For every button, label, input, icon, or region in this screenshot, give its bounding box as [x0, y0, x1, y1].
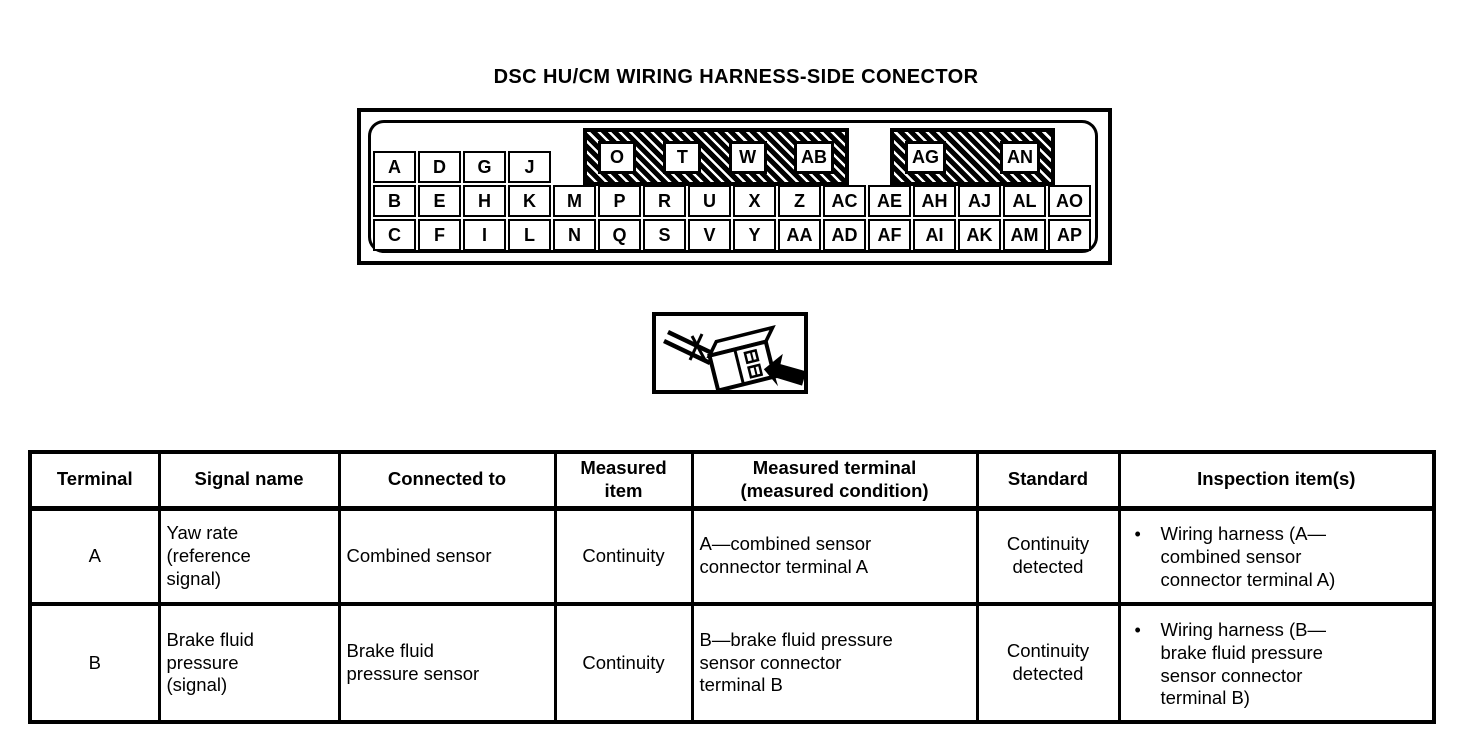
connector-pin: AN [1000, 140, 1040, 174]
connector-pin: AA [778, 219, 821, 251]
inspection-text: Wiring harness (A— combined sensor conne… [1160, 523, 1336, 591]
arrow-icon [763, 353, 804, 387]
connector-pin: G [463, 151, 506, 183]
connector-pin: S [643, 219, 686, 251]
table-header-row: Terminal Signal name Connected to Measur… [28, 450, 1436, 511]
cell-connected-to: Brake fluid pressure sensor [337, 602, 557, 724]
connector-pin: Y [733, 219, 776, 251]
inspection-text: Wiring harness (B— brake fluid pressure … [1160, 618, 1327, 709]
cell-measured-item: Continuity [553, 602, 694, 724]
connector-pin: Z [778, 185, 821, 217]
connector-pin: M [553, 185, 596, 217]
connector-inner-outline [368, 120, 1098, 253]
cell-measured-terminal: A—combined sensor connector terminal A [690, 506, 979, 606]
cell-standard: Continuity detected [975, 602, 1121, 724]
connector-pin: O [598, 140, 636, 174]
connector-pin: N [553, 219, 596, 251]
connector-diagram: O T W AB AG AN A D G J B E H K M P R [357, 108, 1112, 265]
cell-measured-item: Continuity [553, 506, 694, 606]
connector-pin: T [663, 140, 702, 174]
connector-pin: AG [905, 140, 946, 174]
connector-pin: AL [1003, 185, 1046, 217]
cell-terminal: A [28, 506, 161, 606]
cell-standard: Continuity detected [975, 506, 1121, 606]
connector-pin: AP [1048, 219, 1091, 251]
cell-terminal: B [28, 602, 161, 724]
connector-pin: AJ [958, 185, 1001, 217]
wire-lines [663, 329, 715, 366]
connector-pin: AF [868, 219, 911, 251]
connector-pin-grid: A D G J B E H K M P R U X Z AC AE AH AJ … [372, 150, 1092, 252]
connector-row-bottom: C F I L N Q S V Y AA AD AF AI AK AM AP [372, 218, 1092, 252]
cell-inspection: • Wiring harness (B— brake fluid pressur… [1117, 602, 1436, 724]
connector-pin: R [643, 185, 686, 217]
connector-pin: D [418, 151, 461, 183]
col-header-connected-to: Connected to [337, 450, 557, 511]
col-header-signal-name: Signal name [157, 450, 341, 511]
col-header-standard: Standard [975, 450, 1121, 511]
cell-signal-name: Yaw rate (reference signal) [157, 506, 341, 606]
connector-pin: AC [823, 185, 866, 217]
connector-row-top: A D G J [372, 150, 1092, 184]
connector-pin: AH [913, 185, 956, 217]
connector-icon [663, 324, 804, 390]
cell-inspection: • Wiring harness (A— combined sensor con… [1117, 506, 1436, 606]
cell-connected-to: Combined sensor [337, 506, 557, 606]
hatched-band: O T W AB [583, 128, 849, 186]
connector-diagram-title: DSC HU/CM WIRING HARNESS-SIDE CONECTOR [493, 66, 979, 88]
connector-row-middle: B E H K M P R U X Z AC AE AH AJ AL AO [372, 184, 1092, 218]
col-header-inspection-items: Inspection item(s) [1117, 450, 1436, 511]
connector-pin: W [728, 140, 767, 174]
connector-pin: B [373, 185, 416, 217]
connector-pin: C [373, 219, 416, 251]
bullet-icon: • [1134, 619, 1141, 640]
hatched-band: AG AN [890, 128, 1055, 186]
connector-pin: Q [598, 219, 641, 251]
connector-pin: A [373, 151, 416, 183]
connector-pin: L [508, 219, 551, 251]
connector-pin: F [418, 219, 461, 251]
connector-pin: AE [868, 185, 911, 217]
col-header-measured-item: Measured item [553, 450, 694, 511]
bullet-icon: • [1134, 524, 1141, 545]
connector-pin: AB [793, 140, 834, 174]
cell-signal-name: Brake fluid pressure (signal) [157, 602, 341, 724]
col-header-measured-terminal: Measured terminal (measured condition) [690, 450, 979, 511]
connector-pin: K [508, 185, 551, 217]
connector-pin: P [598, 185, 641, 217]
connector-pin: E [418, 185, 461, 217]
connector-body [706, 324, 777, 390]
cell-measured-terminal: B—brake fluid pressure sensor connector … [690, 602, 979, 724]
col-header-terminal: Terminal [28, 450, 161, 511]
connector-pin: V [688, 219, 731, 251]
connector-pin: AK [958, 219, 1001, 251]
table-row: A Yaw rate (reference signal) Combined s… [28, 506, 1436, 606]
connector-pin: AD [823, 219, 866, 251]
connector-pin: X [733, 185, 776, 217]
inspection-table: Terminal Signal name Connected to Measur… [28, 450, 1436, 724]
connector-pin: U [688, 185, 731, 217]
connector-pin: I [463, 219, 506, 251]
connector-pin: H [463, 185, 506, 217]
connector-pin: AI [913, 219, 956, 251]
connector-pin: AO [1048, 185, 1091, 217]
connector-pin: AM [1003, 219, 1046, 251]
connector-pin: J [508, 151, 551, 183]
table-row: B Brake fluid pressure (signal) Brake fl… [28, 602, 1436, 724]
connector-icon-box [652, 312, 808, 394]
